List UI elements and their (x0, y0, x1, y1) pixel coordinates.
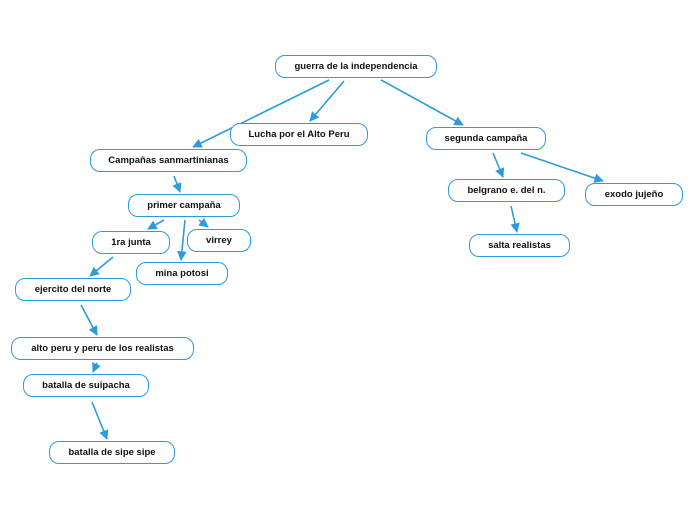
edge-realistas-to-suipacha (92, 362, 101, 373)
node-batalla-de-sipe-sipe[interactable]: batalla de sipe sipe (49, 441, 175, 464)
node-ejercito-del-norte[interactable]: ejercito del norte (15, 278, 131, 301)
edge-root-to-alto_peru (309, 80, 345, 122)
node-lucha-por-el-alto-peru[interactable]: Lucha por el Alto Peru (230, 123, 368, 146)
edge-segunda-to-exodo (520, 152, 604, 183)
node-1ra-junta[interactable]: 1ra junta (92, 231, 170, 254)
node-campanas-sanmartinianas[interactable]: Campañas sanmartinianas (90, 149, 247, 172)
node-primer-campana[interactable]: primer campaña (128, 194, 240, 217)
node-mina-potosi[interactable]: mina potosi (136, 262, 228, 285)
edge-group (80, 79, 604, 440)
node-belgrano[interactable]: belgrano e. del n. (448, 179, 565, 202)
edge-belgrano-to-salta (510, 205, 520, 233)
node-segunda-campana[interactable]: segunda campaña (426, 127, 546, 150)
edge-primer-to-virrey (198, 217, 209, 228)
node-alto-peru-y-peru-de-los-realistas[interactable]: alto peru y peru de los realistas (11, 337, 194, 360)
edge-campanas-to-primer (172, 175, 182, 193)
node-batalla-de-suipacha[interactable]: batalla de suipacha (23, 374, 149, 397)
node-guerra-de-la-independencia[interactable]: guerra de la independencia (275, 55, 437, 78)
edge-suipacha-to-sipe (91, 401, 109, 440)
node-salta-realistas[interactable]: salta realistas (469, 234, 570, 257)
node-virrey[interactable]: virrey (187, 229, 251, 252)
edge-junta-to-ejercito (89, 256, 114, 277)
edge-ejercito-to-realistas (80, 304, 98, 336)
edge-root-to-segunda (380, 79, 464, 126)
edge-primer-to-mina (177, 219, 187, 261)
edge-primer-to-junta (147, 219, 165, 230)
edge-root-to-campanas (192, 79, 330, 148)
node-exodo-jujeno[interactable]: exodo jujeño (585, 183, 683, 206)
edge-segunda-to-belgrano (492, 152, 505, 178)
